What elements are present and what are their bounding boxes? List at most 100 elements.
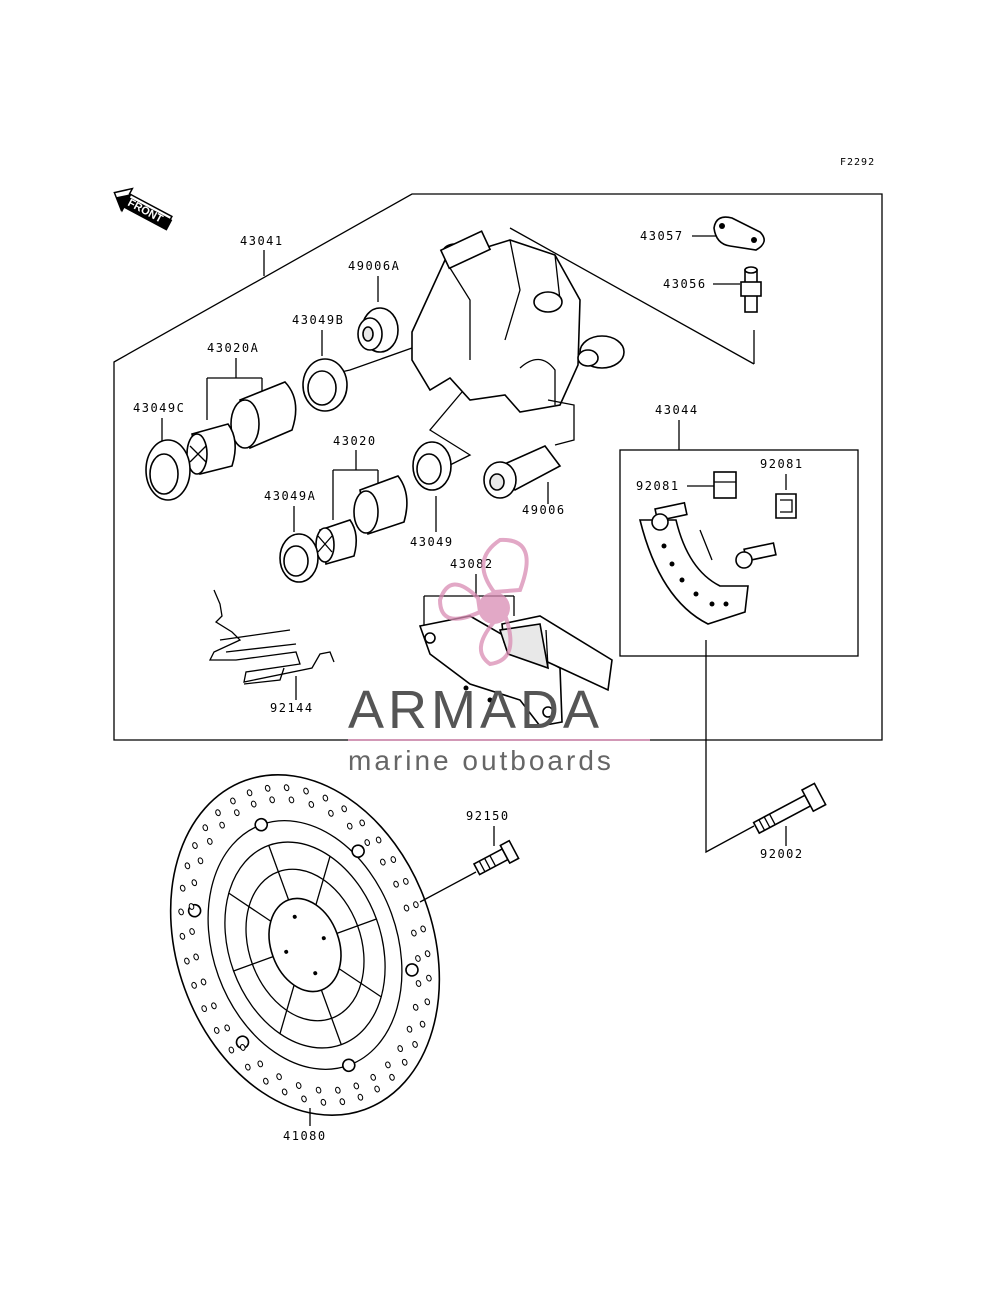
label-43056: 43056 bbox=[663, 277, 707, 291]
disc-drill-hole bbox=[207, 837, 213, 845]
anti-rattle-spring bbox=[208, 589, 335, 685]
disc-drill-hole bbox=[257, 1060, 264, 1068]
leader-disc-bolt bbox=[419, 871, 477, 903]
disc-drill-hole bbox=[202, 824, 209, 832]
piston-43020a bbox=[186, 381, 297, 475]
pad-spring-b bbox=[775, 493, 797, 519]
label-43049c: 43049C bbox=[133, 401, 185, 415]
disc-drill-hole bbox=[264, 784, 271, 792]
disc-drill-hole bbox=[412, 1041, 418, 1048]
disc-drill-hole bbox=[283, 784, 290, 792]
figure-code: F2292 bbox=[840, 157, 875, 168]
disc-drill-hole bbox=[191, 879, 198, 887]
disc-drill-hole bbox=[412, 1003, 419, 1011]
disc-drill-hole bbox=[389, 1073, 395, 1081]
label-92002: 92002 bbox=[760, 847, 804, 861]
propeller-logo-icon bbox=[437, 537, 529, 667]
disc-drill-hole bbox=[191, 981, 197, 989]
disc-drill-hole bbox=[184, 957, 190, 965]
disc-drill-hole bbox=[201, 1005, 207, 1013]
disc-drill-hole bbox=[239, 1044, 246, 1051]
disc-drill-hole bbox=[197, 857, 204, 865]
disc-drill-hole bbox=[322, 794, 329, 802]
disc-drill-hole bbox=[192, 842, 198, 849]
disc-drill-hole bbox=[269, 796, 275, 804]
label-43049b: 43049B bbox=[292, 313, 344, 327]
label-92081-b: 92081 bbox=[760, 457, 804, 471]
watermark: ARMADA marine outboards bbox=[348, 537, 650, 776]
disc-drill-hole bbox=[200, 978, 207, 986]
label-92081-a: 92081 bbox=[636, 479, 680, 493]
seal-43049 bbox=[412, 441, 452, 491]
leader-43082 bbox=[423, 574, 515, 630]
disc-drill-hole bbox=[426, 974, 432, 982]
front-arrow-icon: FRONT bbox=[113, 187, 173, 231]
caliper-body bbox=[411, 227, 755, 413]
watermark-brand: ARMADA bbox=[348, 680, 603, 740]
disc-drill-hole bbox=[184, 862, 191, 870]
disc-drill-hole bbox=[288, 796, 295, 804]
bleeder-cap bbox=[713, 216, 765, 251]
caliper-bracket bbox=[638, 501, 777, 625]
disc-drill-hole bbox=[234, 809, 240, 817]
pad-spring-a bbox=[713, 471, 737, 499]
disc-drill-hole bbox=[353, 1082, 360, 1090]
disc-drill-hole bbox=[230, 797, 236, 805]
disc-drill-hole bbox=[178, 908, 184, 916]
disc-bolt bbox=[472, 839, 520, 876]
label-43020: 43020 bbox=[333, 434, 377, 448]
disc-drill-hole bbox=[419, 1020, 426, 1028]
disc-drill-hole bbox=[228, 1046, 235, 1054]
disc-drill-hole bbox=[263, 1077, 269, 1085]
disc-drill-hole bbox=[211, 1002, 217, 1010]
boot-49006a bbox=[357, 307, 399, 353]
bracket-box bbox=[619, 449, 859, 657]
disc-drill-hole bbox=[415, 980, 422, 987]
disc-drill-hole bbox=[308, 801, 315, 808]
disc-drill-hole bbox=[370, 1073, 376, 1081]
watermark-tagline: marine outboards bbox=[348, 745, 614, 776]
label-43041: 43041 bbox=[240, 234, 284, 248]
disc-drill-hole bbox=[188, 903, 195, 910]
label-41080: 41080 bbox=[283, 1129, 327, 1143]
disc-drill-hole bbox=[303, 787, 309, 795]
disc-drill-hole bbox=[374, 1085, 380, 1093]
disc-drill-hole bbox=[295, 1082, 302, 1089]
disc-drill-hole bbox=[215, 809, 221, 817]
disc-drill-hole bbox=[339, 1098, 346, 1106]
seal-43049c bbox=[145, 439, 191, 501]
label-92150: 92150 bbox=[466, 809, 510, 823]
label-92144: 92144 bbox=[270, 701, 314, 715]
disc-drill-hole bbox=[301, 1095, 307, 1103]
disc-drill-hole bbox=[359, 819, 365, 827]
label-49006: 49006 bbox=[522, 503, 566, 517]
disc-drill-hole bbox=[406, 1025, 413, 1033]
disc-drill-hole bbox=[393, 880, 399, 888]
piston-43020 bbox=[315, 475, 408, 566]
disc-drill-hole bbox=[246, 789, 253, 797]
disc-drill-hole bbox=[189, 928, 195, 935]
bleeder-valve bbox=[740, 266, 762, 313]
disc-drill-hole bbox=[335, 1086, 341, 1094]
disc-drill-hole bbox=[179, 932, 186, 940]
bracket-bolt bbox=[752, 782, 827, 835]
disc-drill-hole bbox=[424, 998, 431, 1006]
brake-disc bbox=[169, 774, 441, 1116]
label-43082: 43082 bbox=[450, 557, 494, 571]
disc-drill-hole bbox=[179, 884, 186, 892]
disc-drill-hole bbox=[364, 839, 371, 846]
disc-drill-hole bbox=[375, 836, 382, 844]
caliper-assembly-frame bbox=[113, 193, 883, 741]
disc-drill-hole bbox=[328, 809, 334, 817]
disc-drill-hole bbox=[213, 1027, 220, 1034]
disc-drill-hole bbox=[385, 1061, 391, 1069]
disc-drill-hole bbox=[424, 950, 431, 958]
disc-drill-hole bbox=[401, 1058, 408, 1066]
disc-drill-hole bbox=[245, 1063, 251, 1071]
disc-drill-hole bbox=[415, 955, 421, 962]
label-43049: 43049 bbox=[410, 535, 454, 549]
disc-drill-hole bbox=[219, 821, 225, 829]
disc-drill-hole bbox=[411, 929, 417, 937]
boot-49006 bbox=[483, 445, 562, 499]
